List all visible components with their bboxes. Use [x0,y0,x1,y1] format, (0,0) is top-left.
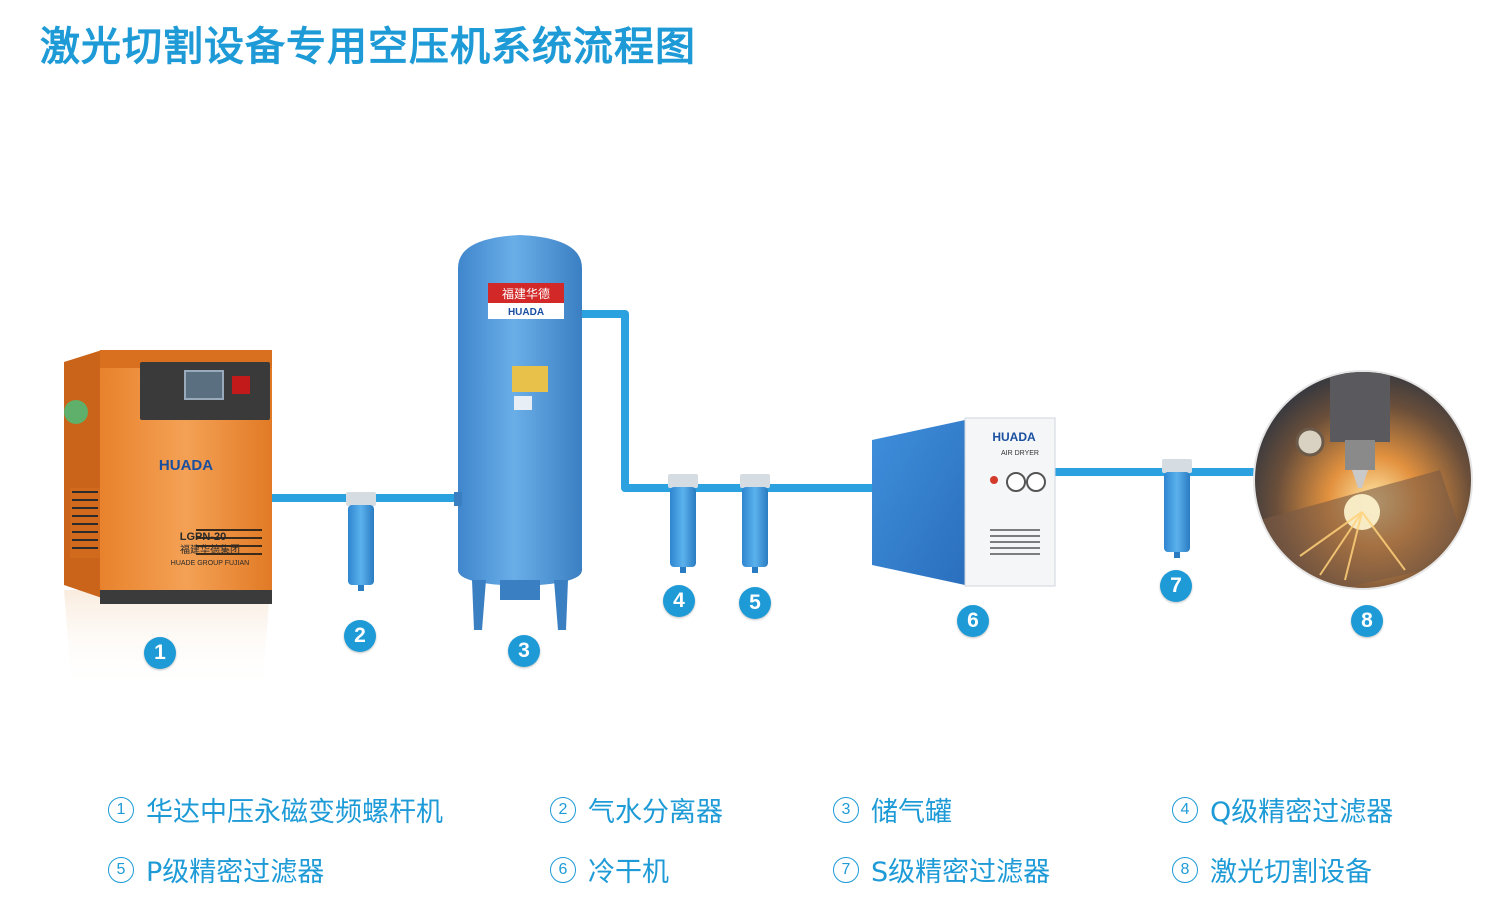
compressor-model: LGPN-20 [180,531,226,543]
tank-banner: 福建华德 [502,286,550,301]
badge-5: 5 [739,587,771,619]
badge-8: 8 [1351,605,1383,637]
water-separator [346,492,376,591]
tank-brand: HUADA [508,307,544,318]
compressor-maker-en: HUADE GROUP FUJIAN [171,560,249,567]
badge-2: 2 [344,620,376,652]
legend-label: 气水分离器 [588,797,723,828]
compressor-brand: HUADA [159,457,213,474]
filter-s [1162,459,1192,558]
legend-item-7: 7 S级精密过滤器 [833,850,1050,889]
legend-label: 储气罐 [871,797,952,828]
filter-q [668,474,698,573]
legend-label: Q级精密过滤器 [1210,797,1394,828]
legend-label: P级精密过滤器 [146,857,325,888]
legend-num: 1 [108,796,134,823]
legend-label: 激光切割设备 [1210,857,1372,888]
pipe-tank-filters [578,310,875,492]
badge-4: 4 [663,585,695,617]
badge-7: 7 [1160,570,1192,602]
legend-item-4: 4 Q级精密过滤器 [1172,790,1393,829]
legend-num: 2 [550,796,576,823]
legend-num: 3 [833,796,859,823]
legend-num: 4 [1172,796,1198,823]
legend-item-3: 3 储气罐 [833,790,952,829]
legend-item-5: 5 P级精密过滤器 [108,850,324,889]
badge-6: 6 [957,605,989,637]
legend-item-2: 2 气水分离器 [550,790,723,829]
storage-tank: 福建华德 HUADA [454,235,582,630]
dryer-subtitle: AIR DRYER [1001,450,1039,457]
legend-num: 6 [550,856,576,883]
legend-num: 7 [833,856,859,883]
legend-num: 5 [108,856,134,883]
laser-cutting-photo [1253,370,1473,590]
page-title: 激光切割设备专用空压机系统流程图 [40,24,696,70]
legend-item-8: 8 激光切割设备 [1172,850,1372,889]
pipes [268,310,1258,502]
legend-item-1: 1 华达中压永磁变频螺杆机 [108,790,443,829]
compressor-maker: 福建华德集团 [180,543,240,556]
legend-label: 华达中压永磁变频螺杆机 [146,797,443,828]
legend-num: 8 [1172,856,1198,883]
badge-1: 1 [144,637,176,669]
legend-item-6: 6 冷干机 [550,850,669,889]
legend-label: 冷干机 [588,857,669,888]
filter-p [740,474,770,573]
badge-3: 3 [508,635,540,667]
dryer-brand: HUADA [992,430,1036,444]
legend-label: S级精密过滤器 [871,857,1051,888]
air-dryer: HUADA AIR DRYER [872,417,1056,587]
